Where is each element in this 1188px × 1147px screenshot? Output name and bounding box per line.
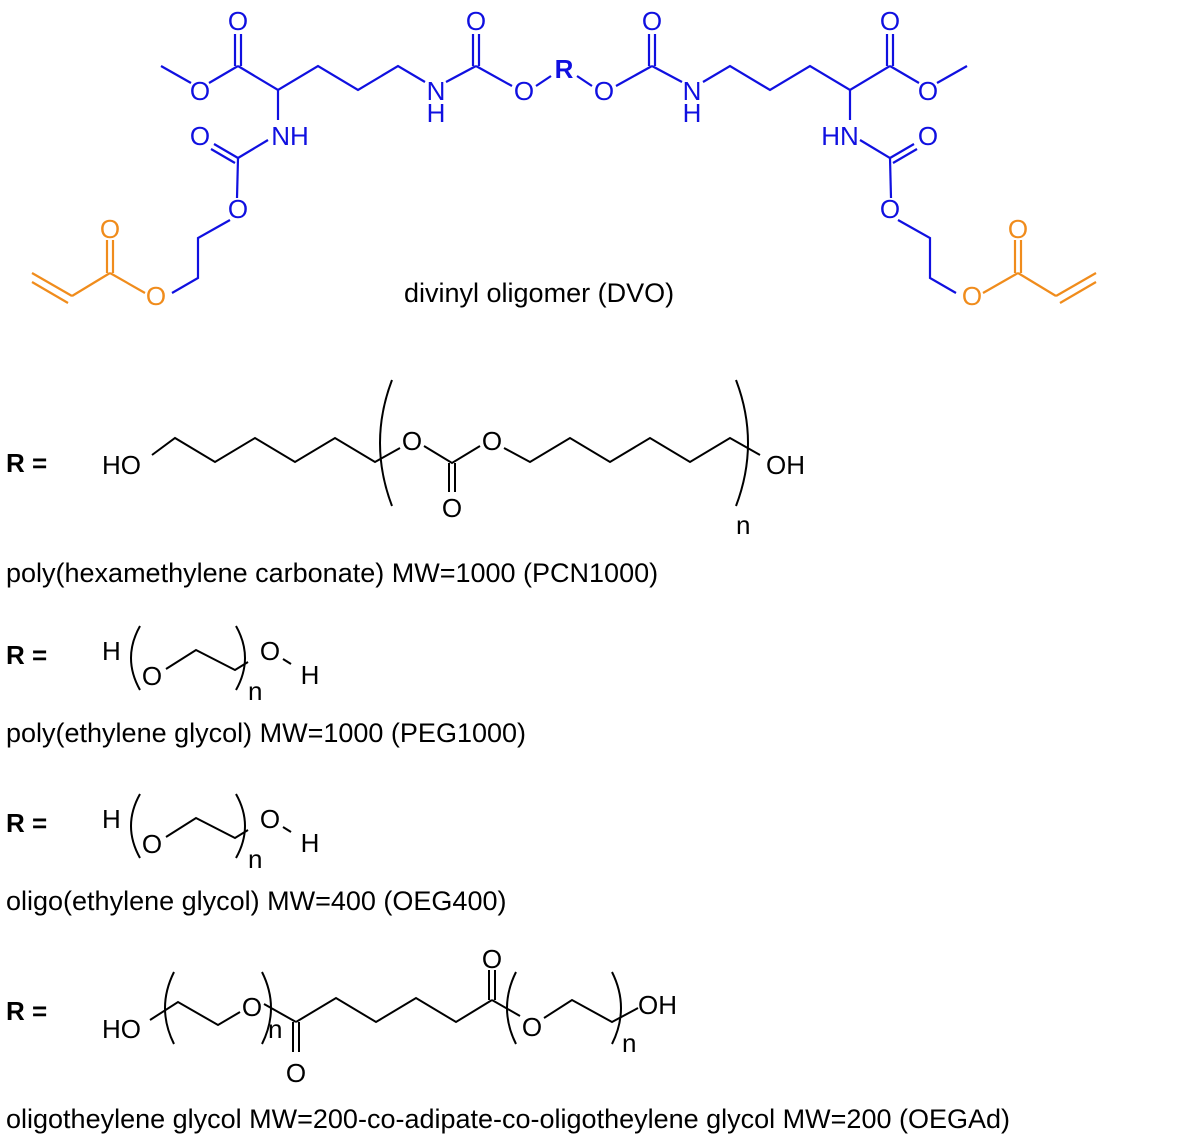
atom-n: N [427,76,446,106]
atom-ho: HO [102,1014,141,1044]
atom-hn: HN [821,121,859,151]
atom-n: N [683,76,702,106]
atom-h: H [301,828,320,858]
atom-o: O [880,6,900,36]
variant-oegad: R = HO O n O O O n OH oligotheylene glyc… [6,944,1010,1134]
atom-nh: NH [271,121,309,151]
variant-peg1000: R = H O n O H poly(ethylene glycol) MW=1… [6,625,526,748]
atom-o: O [918,121,938,151]
atom-o: O [146,281,166,311]
atom-h: H [683,98,702,128]
r-label: R = [6,996,47,1026]
atom-o: O [260,636,280,666]
atom-oh: OH [638,990,677,1020]
acrylate-atom-labels: O O O O [100,214,1028,311]
atom-o: O [260,804,280,834]
atom-o: O [402,426,422,456]
r-label: R = [6,640,47,670]
atom-o: O [1008,214,1028,244]
atom-o: O [514,76,534,106]
atom-o: O [918,76,938,106]
dvo-left-core [160,34,552,294]
atom-o: O [482,944,502,974]
dvo-right-acrylate [982,240,1097,304]
atom-ho: HO [102,450,141,480]
variant-caption: oligotheylene glycol MW=200-co-adipate-c… [6,1104,1010,1134]
atom-o: O [142,661,162,691]
dvo-structure: O O N H O O R O O N H O O NH O O HN O O … [31,6,1097,311]
variant-caption: poly(ethylene glycol) MW=1000 (PEG1000) [6,718,526,748]
atom-o: O [190,121,210,151]
atom-o: O [228,6,248,36]
atom-o: O [522,1012,542,1042]
r-label: R = [6,808,47,838]
atom-o: O [482,426,502,456]
atom-o: O [286,1058,306,1088]
repeat-n: n [248,676,262,706]
variant-oeg400: R = H O n O H oligo(ethylene glycol) MW=… [6,793,506,916]
atom-o: O [100,214,120,244]
atom-o: O [228,194,248,224]
atom-o: O [466,6,486,36]
repeat-n: n [736,510,750,540]
atom-o: O [442,493,462,523]
dvo-left-acrylate [31,240,146,304]
dvo-right-core [576,34,968,294]
variant-caption: poly(hexamethylene carbonate) MW=1000 (P… [6,558,658,588]
r-label: R = [6,448,47,478]
r-group: R [555,54,574,84]
atom-oh: OH [766,450,805,480]
atom-h: H [301,660,320,690]
atom-o: O [242,992,262,1022]
repeat-n: n [622,1028,636,1058]
dvo-caption: divinyl oligomer (DVO) [404,278,674,308]
atom-o: O [962,281,982,311]
atom-o: O [594,76,614,106]
repeat-n: n [268,1014,282,1044]
atom-o: O [642,6,662,36]
variant-caption: oligo(ethylene glycol) MW=400 (OEG400) [6,886,506,916]
atom-o: O [142,829,162,859]
variant-pcn1000: R = HO O O O OH n poly(hexamethylene car… [6,379,805,588]
atom-o: O [190,76,210,106]
atom-h: H [102,636,121,666]
atom-o: O [880,194,900,224]
dvo-atom-labels: O O N H O O R O O N H O O NH O O HN O O [190,6,938,224]
repeat-n: n [248,844,262,874]
atom-h: H [427,98,446,128]
atom-h: H [102,804,121,834]
